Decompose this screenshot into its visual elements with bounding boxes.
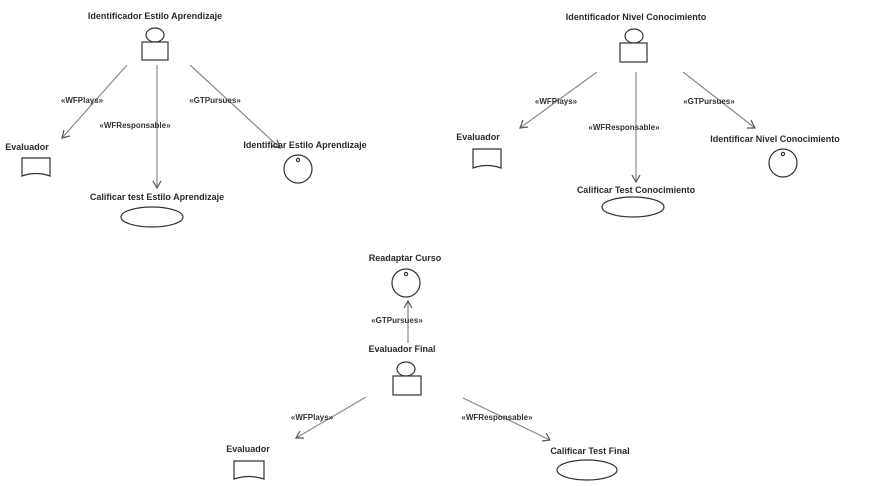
goal-label: Identificar Nivel Conocimiento — [710, 134, 840, 144]
goal-icon — [283, 154, 313, 184]
pursues-arrowhead — [747, 119, 756, 129]
activity-label: Calificar Test Conocimiento — [577, 185, 696, 195]
responsible-link — [462, 397, 551, 441]
evaluator-label: Evaluador — [456, 132, 500, 142]
worker-agent-icon — [392, 361, 422, 396]
plays-link — [295, 396, 367, 439]
evaluator-label: Evaluador — [226, 444, 270, 454]
activity-task-icon — [601, 196, 665, 218]
activity-task-icon — [120, 206, 184, 228]
plays-stereotype: «WFPlays» — [291, 413, 334, 422]
diagram-learning-style: Identificador Estilo Aprendizaje «WFPlay… — [5, 11, 367, 228]
evaluator-role-icon — [233, 460, 265, 480]
responsible-arrowhead — [631, 174, 641, 184]
responsible-stereotype: «WFResponsable» — [99, 121, 171, 130]
goal-icon — [391, 268, 421, 298]
goal-label: Identificar Estilo Aprendizaje — [243, 140, 366, 150]
plays-stereotype: «WFPlays» — [535, 97, 578, 106]
pursues-arrowhead — [403, 299, 413, 309]
pursues-stereotype: «GTPursues» — [683, 97, 735, 106]
activity-task-icon — [556, 459, 618, 481]
pursues-stereotype: «GTPursues» — [371, 316, 423, 325]
goal-label: Readaptar Curso — [369, 253, 442, 263]
responsible-arrowhead — [152, 180, 162, 190]
plays-link — [519, 71, 598, 129]
activity-label: Calificar test Estilo Aprendizaje — [90, 192, 224, 202]
evaluator-label: Evaluador — [5, 142, 49, 152]
worker-label: Evaluador Final — [368, 344, 435, 354]
evaluator-role-icon — [472, 148, 502, 169]
pursues-stereotype: «GTPursues» — [189, 96, 241, 105]
diagram-final: Readaptar Curso «GTPursues» Evaluador Fi… — [226, 253, 630, 481]
plays-arrowhead — [519, 119, 529, 129]
worker-agent-icon — [619, 28, 648, 63]
plays-arrowhead — [61, 129, 71, 139]
plays-stereotype: «WFPlays» — [61, 96, 104, 105]
pursues-arrowhead — [271, 139, 281, 149]
worker-label: Identificador Estilo Aprendizaje — [88, 11, 222, 21]
plays-arrowhead — [294, 430, 304, 439]
pursues-link — [682, 71, 756, 129]
evaluator-role-icon — [21, 157, 51, 177]
activity-label: Calificar Test Final — [550, 446, 629, 456]
pursues-link — [189, 64, 281, 149]
diagram-knowledge-level: Identificador Nivel Conocimiento «WFPlay… — [456, 12, 840, 218]
responsible-stereotype: «WFResponsable» — [461, 413, 533, 422]
worker-agent-icon — [141, 27, 169, 61]
worker-label: Identificador Nivel Conocimiento — [566, 12, 707, 22]
goal-icon — [768, 148, 798, 178]
responsible-stereotype: «WFResponsable» — [588, 123, 660, 132]
plays-link — [61, 64, 128, 139]
responsible-arrowhead — [541, 432, 551, 442]
